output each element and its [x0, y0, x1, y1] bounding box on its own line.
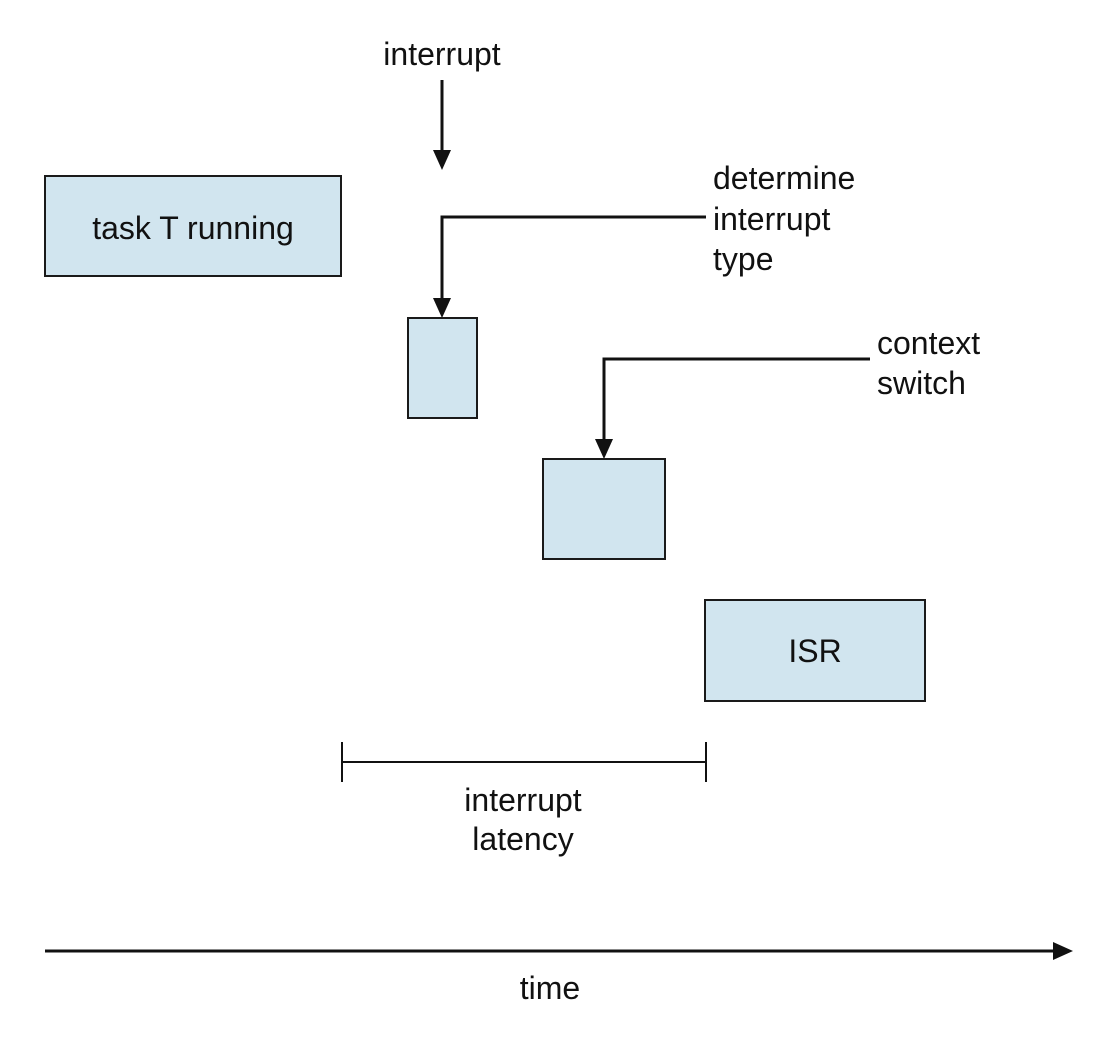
svg-text:type: type: [713, 241, 773, 277]
time-label: time: [520, 970, 580, 1006]
isr-label: ISR: [788, 633, 841, 669]
determine-interrupt-type-label: determine interrupt type: [713, 160, 855, 277]
context-switch-arrow: [595, 357, 870, 459]
interrupt-latency-label: interrupt latency: [464, 782, 582, 857]
svg-text:interrupt: interrupt: [464, 782, 582, 818]
svg-text:context: context: [877, 325, 980, 361]
context-switch-label: context switch: [877, 325, 980, 401]
svg-text:interrupt: interrupt: [713, 201, 831, 237]
svg-text:switch: switch: [877, 365, 966, 401]
interrupt-arrow: [433, 80, 451, 170]
determine-arrow: [433, 215, 706, 318]
latency-bracket: [341, 742, 707, 782]
svg-text:latency: latency: [472, 821, 573, 857]
task-running-box: task T running: [44, 175, 342, 277]
context-switch-box: [542, 458, 666, 560]
task-running-label: task T running: [92, 210, 294, 246]
interrupt-label: interrupt: [383, 36, 501, 72]
time-axis-arrow: [45, 942, 1073, 960]
determine-interrupt-type-box: [407, 317, 478, 419]
svg-text:determine: determine: [713, 160, 855, 196]
isr-box: ISR: [704, 599, 926, 702]
